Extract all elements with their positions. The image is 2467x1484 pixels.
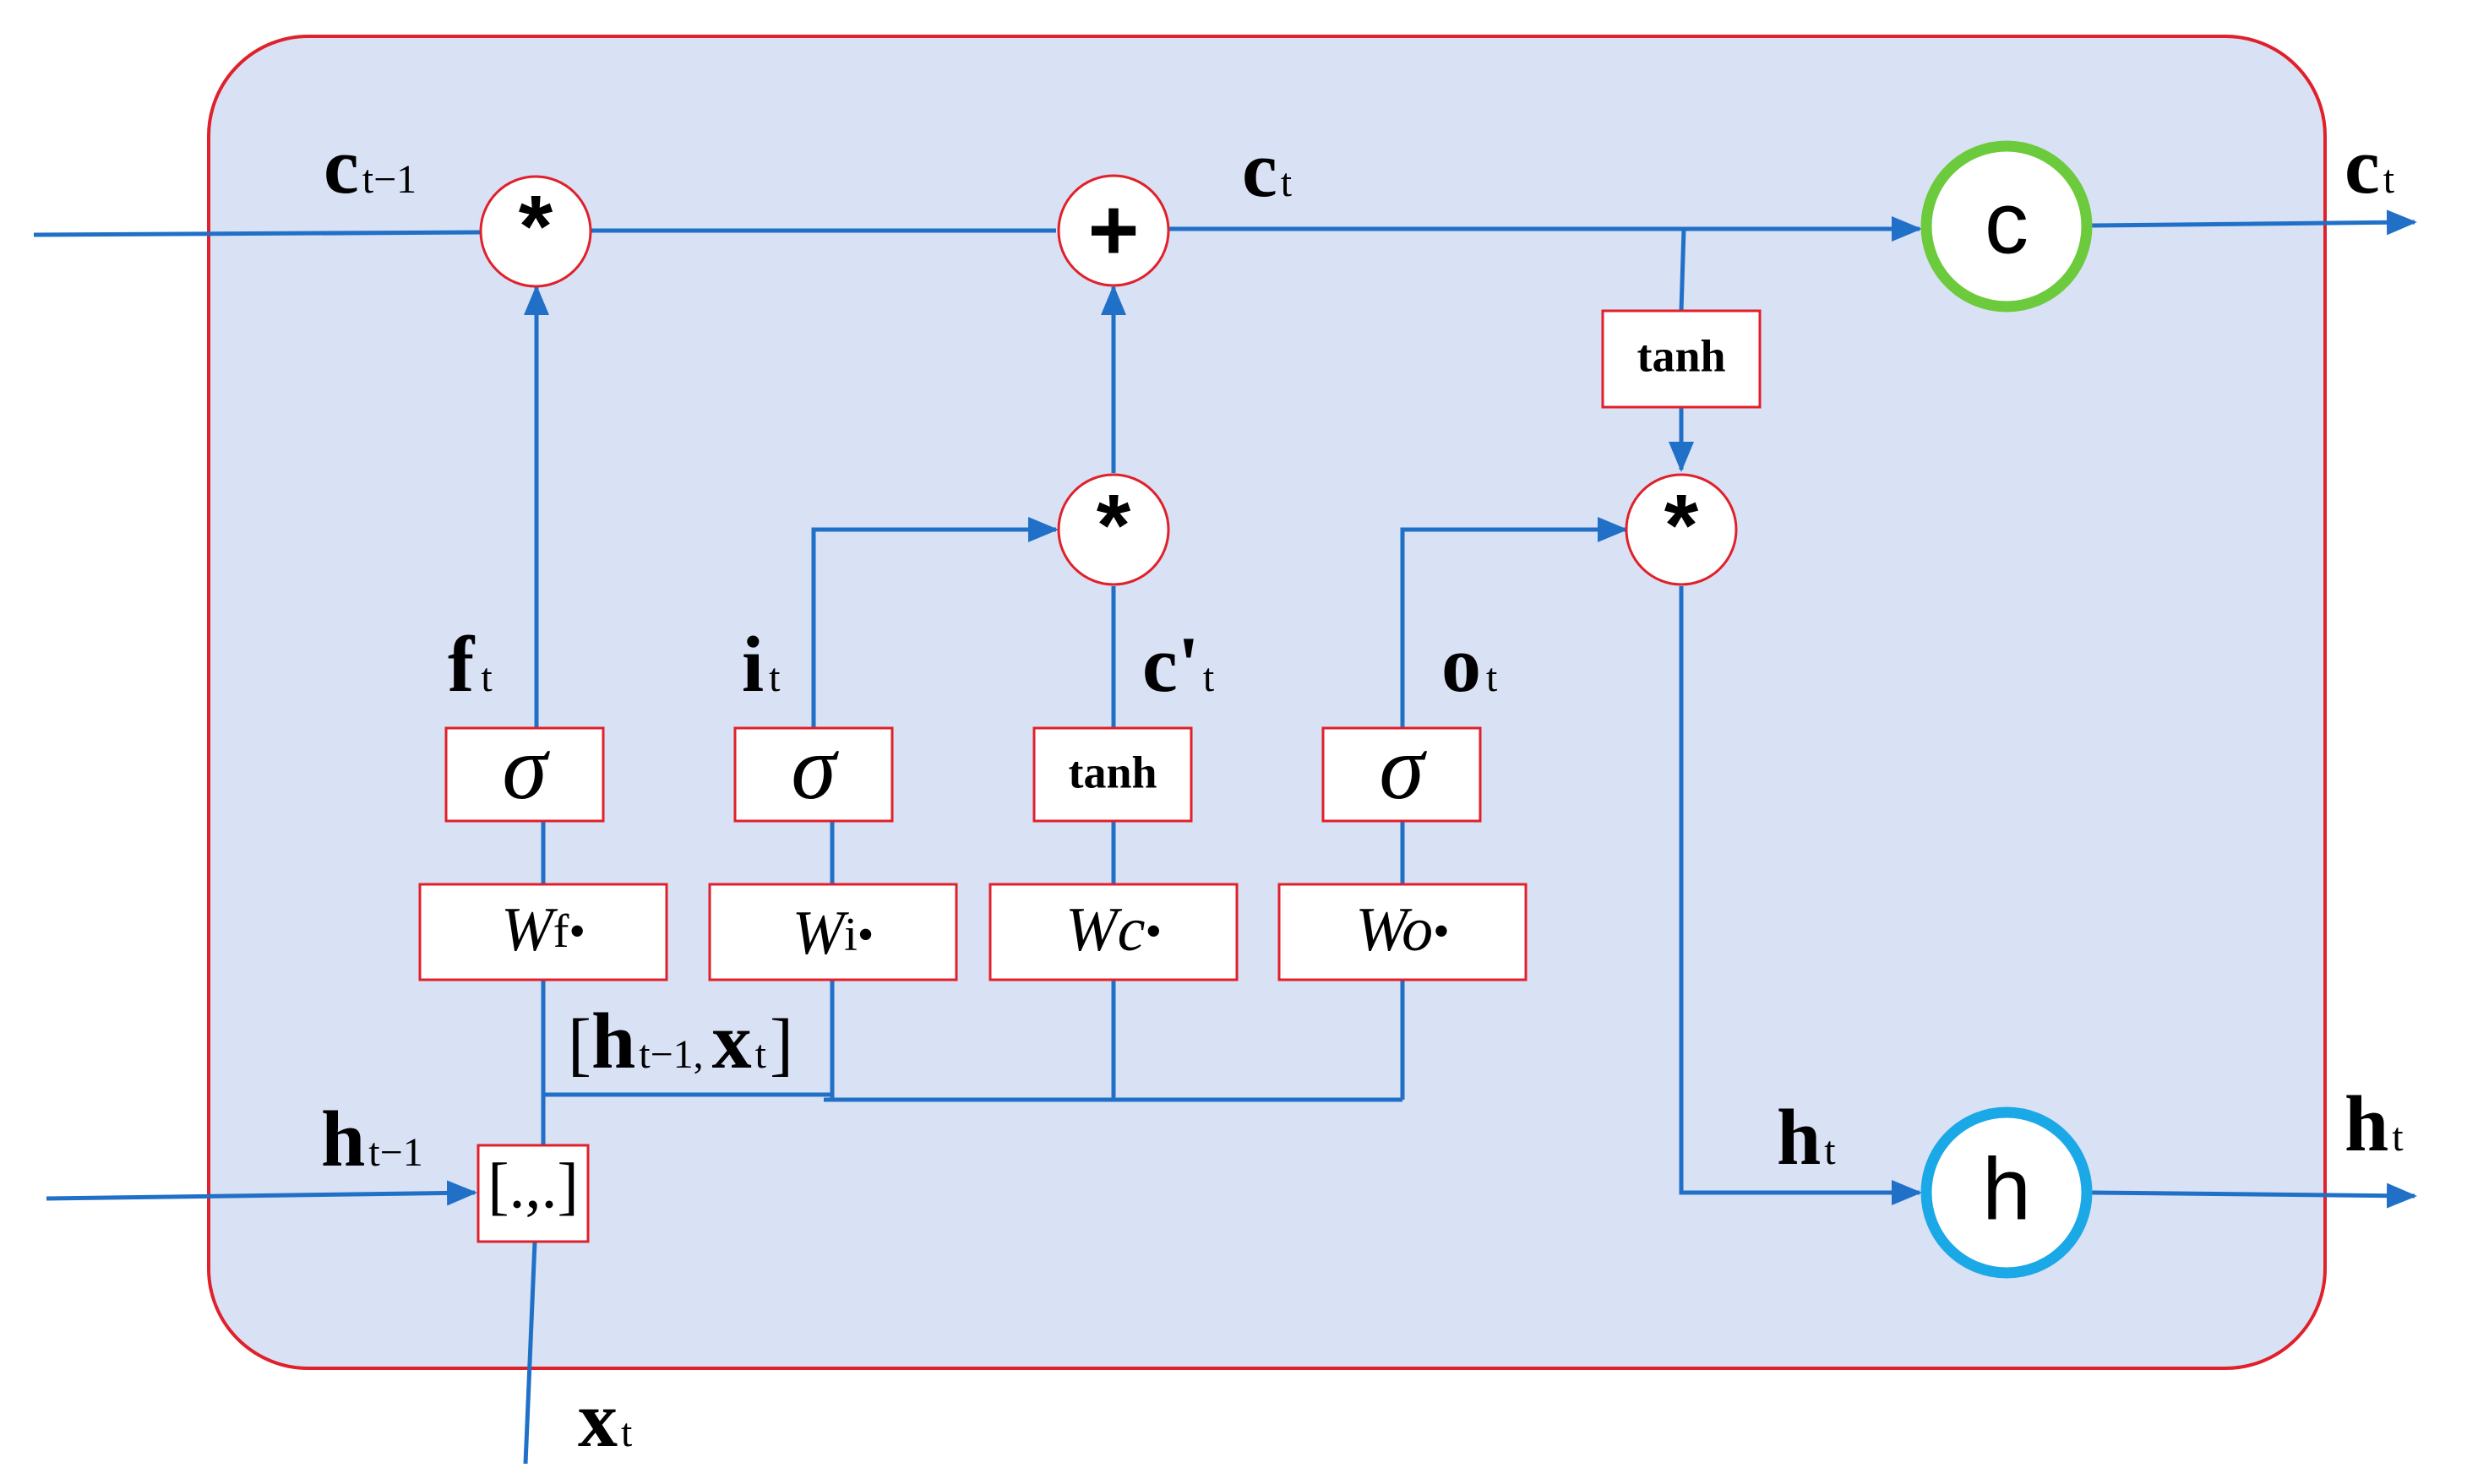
arrow-output-mult-to-h [1679, 586, 1922, 1205]
box-weight-i: Wi• [708, 883, 958, 981]
weight-i-dot: • [858, 909, 874, 961]
label-x-t: xt [578, 1376, 633, 1464]
box-sigma-o: σ [1321, 718, 1482, 823]
label-h-t-mid: ht [1777, 1094, 1836, 1182]
connections [33, 209, 2417, 1465]
box-tanh-c: tanh [1032, 726, 1193, 823]
arrow-ot-to-output-mult [1400, 517, 1628, 728]
tanh-cell-label: tanh [1636, 330, 1725, 381]
label-concat: [ht−1,xt] [568, 997, 793, 1085]
label-c-t-out: ct [2344, 122, 2395, 210]
label-c-t-top: ct [1242, 126, 1293, 214]
box-concat-op: [.,.] [477, 1144, 590, 1243]
box-tanh-cell: tanh [1601, 309, 1762, 409]
arrow-cell-output-out [2091, 209, 2417, 236]
svg-text:Wo•: Wo• [1355, 895, 1449, 965]
concat-op-label: [.,.] [487, 1150, 579, 1221]
weight-c-sub: c [1118, 895, 1146, 965]
arrow-h-prev-in [46, 1180, 477, 1206]
hidden-state-output: h [1920, 1106, 2093, 1279]
line-x-in [523, 1241, 537, 1465]
box-weight-o: Wo• [1277, 883, 1528, 981]
node-input-mult: * [1057, 473, 1170, 586]
node-add: + [1057, 174, 1170, 287]
box-weight-f: Wf• [418, 883, 668, 981]
weight-f-sub: f [553, 905, 569, 958]
input-mult-symbol: * [1097, 476, 1131, 574]
arrow-h-out [2091, 1182, 2417, 1209]
tanh-c-label: tanh [1068, 747, 1157, 797]
weight-i-w: W [792, 899, 850, 968]
cell-state-output: c [1920, 140, 2093, 313]
cell-state-letter: c [1985, 174, 2029, 272]
forget-mult-symbol: * [519, 177, 553, 275]
box-weight-c: Wc• [988, 883, 1239, 981]
arrow-c-prev-in [33, 230, 481, 237]
weight-i-sub: i [844, 909, 858, 961]
label-h-prev: ht−1 [321, 1095, 423, 1183]
sigma-i-label: σ [791, 718, 839, 818]
box-sigma-f: σ [444, 718, 605, 823]
lstm-cell-panel [207, 35, 2327, 1370]
weight-f-dot: • [569, 905, 585, 958]
sigma-f-label: σ [502, 718, 550, 818]
label-c-candidate: c't [1142, 621, 1215, 709]
sigma-o-label: σ [1379, 718, 1427, 818]
label-h-t-out: ht [2344, 1080, 2404, 1168]
output-mult-symbol: * [1664, 476, 1699, 574]
svg-text:Wc•: Wc• [1065, 895, 1162, 965]
node-forget-mult: * [479, 175, 592, 288]
weight-f-w: W [501, 895, 558, 965]
svg-text:Wf•: Wf• [501, 895, 585, 965]
weight-o-dot: • [1433, 905, 1450, 958]
arrow-it-to-input-mult [811, 517, 1059, 728]
add-symbol: + [1088, 181, 1140, 279]
svg-text:Wi•: Wi• [792, 899, 874, 968]
weight-c-w: W [1065, 895, 1123, 965]
hidden-state-letter: h [1982, 1140, 2031, 1238]
weight-c-dot: • [1145, 905, 1162, 958]
line-cell-to-tanh [1679, 228, 1686, 312]
label-c-prev: ct−1 [324, 122, 417, 210]
box-sigma-i: σ [733, 718, 894, 823]
node-output-mult: * [1625, 473, 1738, 586]
weight-o-sub: o [1402, 895, 1433, 965]
